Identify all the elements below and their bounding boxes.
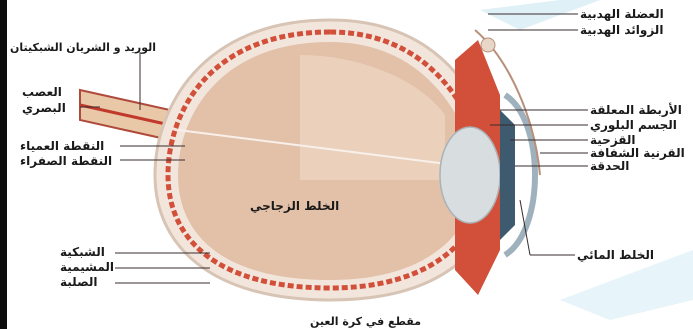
label-sclera: الصلبة <box>60 276 98 288</box>
label-central-vessels: الوريد و الشريان الشبكيتان <box>10 42 156 53</box>
label-retina: الشبكية <box>60 246 105 258</box>
label-pupil: الحدقة <box>590 160 629 172</box>
label-optic-nerve-line2: البصري <box>22 102 66 114</box>
diagram-caption: مقطع في كرة العين <box>310 316 421 327</box>
label-vitreous-body: الجسم البلوري <box>590 119 677 131</box>
label-iris: القزحية <box>590 134 636 146</box>
label-yellow-spot: النقطة الصفراء <box>20 155 112 167</box>
label-cornea: القرنية الشفافة <box>590 147 685 159</box>
label-suspensory-ligament: الأربطة المعلقة <box>590 104 682 116</box>
iris-shape <box>500 110 515 240</box>
label-vitreous-humour: الخلط الزجاجي <box>250 200 339 212</box>
label-ciliary-processes: الزوائد الهدبية <box>580 24 663 36</box>
ciliary-dot <box>481 38 495 52</box>
lens <box>440 127 500 223</box>
label-blind-spot: النقطة العمياء <box>20 140 104 152</box>
label-optic-nerve-line1: العصب <box>22 86 62 98</box>
label-ciliary-muscle: العضلة الهدبية <box>580 8 664 20</box>
label-aqueous-humour: الخلط المائي <box>577 249 654 261</box>
label-choroid: المشيمية <box>60 261 114 273</box>
